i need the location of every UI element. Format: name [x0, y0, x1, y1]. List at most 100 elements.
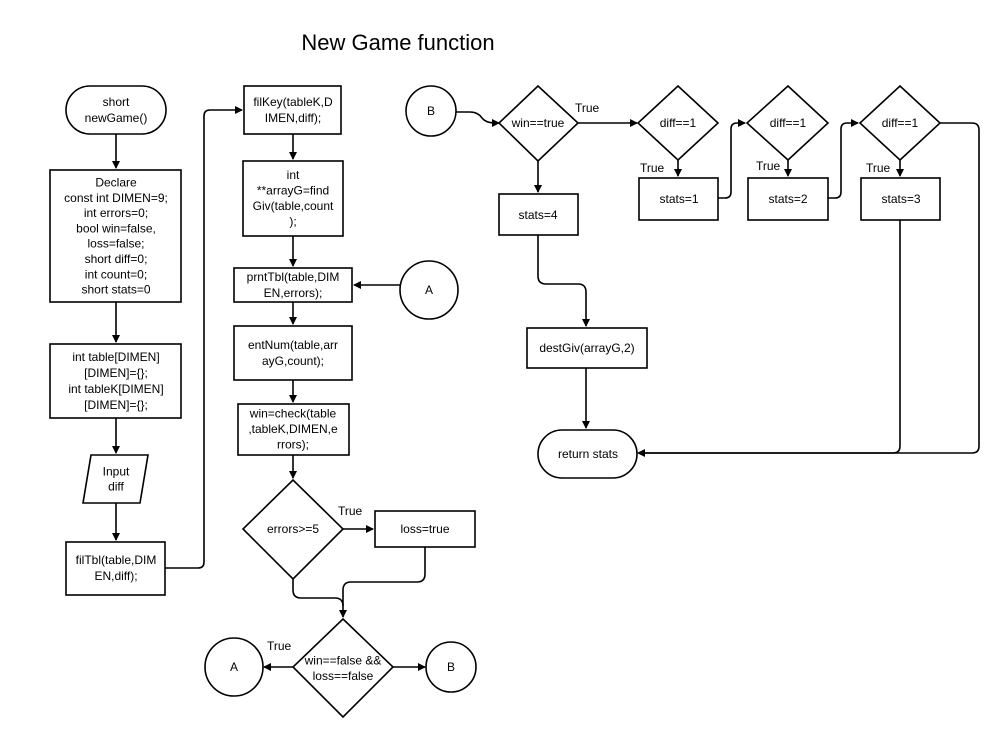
node-label-line: [DIMEN]={}; — [84, 366, 148, 380]
node-label-line: filKey(tableK,D — [253, 95, 333, 109]
node-label-line: [DIMEN]={}; — [84, 398, 148, 412]
node-label-line: errors>=5 — [267, 522, 319, 536]
node-label-line: EN,errors); — [264, 286, 323, 300]
node-label-line: stats=2 — [768, 192, 807, 206]
node-label-line: B — [427, 104, 435, 118]
decision-errors: errors>=5 — [241, 478, 345, 581]
process-loss-true: loss=true — [374, 510, 476, 548]
node-label-line: A — [230, 660, 238, 674]
node-label-line: Input — [103, 465, 130, 479]
node-label-line: **arrayG=find — [257, 183, 329, 197]
node-label-line: loss=false; — [87, 237, 144, 251]
node-label-line: filTbl(table,DIM — [76, 553, 157, 567]
node-label-line: ,tableK,DIMEN,e — [248, 422, 338, 436]
connector-b-top: B — [405, 85, 457, 137]
node-label-table-decl: int table[DIMEN] [DIMEN]={}; int tableK[DI… — [68, 350, 163, 412]
process-stats2: stats=2 — [747, 177, 829, 221]
edge-b-win — [456, 111, 500, 127]
decision-win-loss: win==false && loss==false — [291, 617, 395, 719]
edge-label-diff2-true: True — [756, 159, 781, 173]
node-label-line: short diff=0; — [85, 252, 148, 266]
edge-stats4-destgiv — [537, 235, 590, 327]
node-label-line: ); — [289, 214, 296, 228]
edge-diff3-return — [637, 122, 980, 457]
decision-win: win==true — [497, 84, 580, 163]
process-filtbl: filTbl(table,DIM EN,diff); — [65, 541, 166, 596]
connector-a-top: A — [399, 260, 459, 320]
node-label-line: diff==1 — [660, 116, 697, 130]
terminal-return-stats: return stats — [537, 429, 638, 479]
node-label-entnum: entNum(table,arr ayG,count); — [248, 338, 338, 368]
process-filkey: filKey(tableK,D IMEN,diff); — [243, 85, 342, 135]
edge-label-winloss-true: True — [267, 639, 292, 653]
node-label-line: loss==false — [313, 669, 374, 683]
process-stats4: stats=4 — [498, 193, 579, 236]
node-label-filkey: filKey(tableK,D IMEN,diff); — [253, 95, 333, 125]
node-label-line: diff==1 — [770, 116, 807, 130]
node-label-connector-b-bottom: B — [447, 660, 455, 674]
connector-a-bottom: A — [204, 637, 264, 697]
edge-stats1-diff2 — [718, 119, 746, 199]
node-label-line: IMEN,diff); — [265, 111, 321, 125]
node-label-line: win==false && — [304, 653, 382, 667]
node-label-line: diff==1 — [882, 116, 919, 130]
connector-b-bottom: B — [425, 641, 477, 693]
node-label-line: A — [425, 283, 433, 297]
edge-filtbl-filkey — [165, 106, 243, 569]
node-label-line: short stats=0 — [81, 283, 150, 297]
node-label-line: win==true — [511, 116, 565, 130]
node-label-loss-true: loss=true — [400, 522, 449, 536]
edge-label-diff1-true: True — [640, 161, 665, 175]
node-label-connector-a-bottom: A — [230, 660, 238, 674]
decision-diff-1: diff==1 — [636, 84, 720, 162]
node-label-line: int — [287, 168, 300, 182]
node-label-line: short — [103, 95, 130, 109]
node-label-stats2: stats=2 — [768, 192, 807, 206]
process-stats1: stats=1 — [638, 177, 719, 221]
edge-label-diff3-true: True — [866, 161, 891, 175]
node-label-line: loss=true — [400, 522, 449, 536]
decision-diff-2: diff==1 — [745, 84, 830, 162]
node-label-destgiv: destGiv(arrayG,2) — [539, 341, 634, 355]
edge-stats3-return — [640, 220, 901, 454]
node-label-line: stats=4 — [518, 208, 557, 222]
node-label-line: int table[DIMEN] — [72, 350, 159, 364]
node-label-line: int errors=0; — [84, 206, 148, 220]
node-label-line: destGiv(arrayG,2) — [539, 341, 634, 355]
node-label-line: bool win=false, — [76, 221, 156, 235]
node-label-line: int count=0; — [85, 267, 147, 281]
node-label-line: rrors); — [277, 437, 309, 451]
node-label-line: entNum(table,arr — [248, 338, 338, 352]
process-table-declaration: int table[DIMEN] [DIMEN]={}; int tableK[DI… — [49, 343, 182, 419]
node-label-line: Declare — [95, 175, 137, 189]
node-label-win-dec: win==true — [511, 116, 565, 130]
node-label-line: ayG,count); — [262, 354, 324, 368]
node-label-diff-dec-3: diff==1 — [882, 116, 919, 130]
connectors — [112, 106, 980, 671]
node-label-diff-dec-1: diff==1 — [660, 116, 697, 130]
node-label-line: stats=1 — [659, 192, 698, 206]
edge-stats2-diff3 — [828, 119, 859, 199]
edge-loss-winloss — [342, 547, 426, 606]
node-label-line: win=check(table — [249, 407, 337, 421]
process-destgiv: destGiv(arrayG,2) — [526, 327, 648, 369]
node-label-line: B — [447, 660, 455, 674]
process-entnum: entNum(table,arr ayG,count); — [233, 325, 353, 381]
node-label-stats3: stats=3 — [881, 192, 920, 206]
node-label-line: int tableK[DIMEN] — [68, 382, 163, 396]
node-label-return-stats: return stats — [558, 447, 618, 461]
node-label-line: EN,diff); — [94, 569, 137, 583]
node-label-stats1: stats=1 — [659, 192, 698, 206]
node-label-line: return stats — [558, 447, 618, 461]
node-label-winloss-dec: win==false && loss==false — [304, 653, 382, 683]
